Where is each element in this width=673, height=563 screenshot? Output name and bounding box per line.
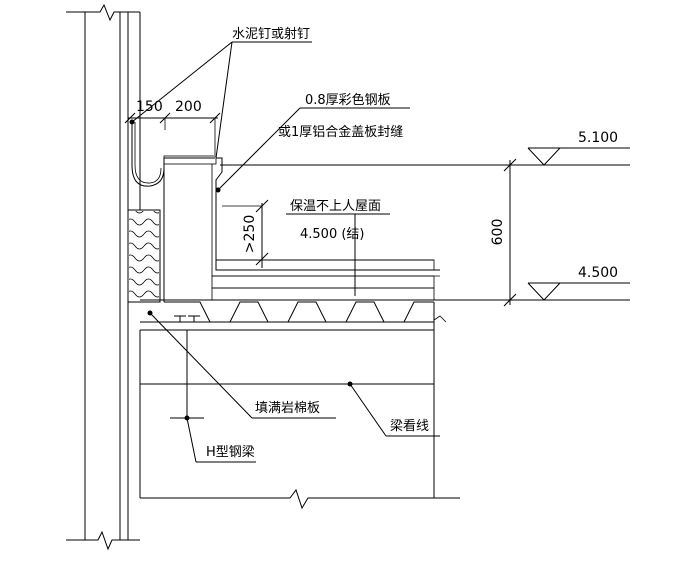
label-struct-elevation: 4.500 (结) <box>300 227 365 242</box>
label-beam-line: 梁看线 <box>390 418 429 434</box>
elevation-top-text: 5.100 <box>578 130 618 146</box>
elevation-bottom-text: 4.500 <box>578 265 618 281</box>
dim-600-text: 600 <box>490 219 506 246</box>
dimension-600: 600 <box>490 158 517 307</box>
annotation-texts: 水泥钉或射钉 0.8厚彩色钢板 或1厚铝合金盖板封缝 保温不上人屋面 4.500… <box>206 26 429 460</box>
elevation-marker-bottom: 4.500 <box>527 265 630 301</box>
leader-lines <box>129 41 440 463</box>
label-cement-nail: 水泥钉或射钉 <box>232 26 310 42</box>
wall-column <box>66 3 141 551</box>
roof-layers <box>140 259 447 498</box>
label-steel-plate: 0.8厚彩色钢板 <box>305 92 391 108</box>
elevation-marker-top: 5.100 <box>527 130 630 166</box>
label-rock-wool: 填满岩棉板 <box>255 401 320 416</box>
dimension-150-200: 150 200 <box>124 99 221 155</box>
label-insulation-roof: 保温不上人屋面 <box>290 199 381 214</box>
label-h-beam: H型钢梁 <box>206 445 255 460</box>
dim-200-text: 200 <box>175 99 202 115</box>
elevation-lines <box>220 164 630 301</box>
label-aluminum-plate: 或1厚铝合金盖板封缝 <box>278 124 403 140</box>
dim-150-text: 150 <box>136 99 163 115</box>
dimension-250: >250 <box>222 199 269 268</box>
dim-250-text: >250 <box>242 215 258 253</box>
steel-flashing <box>131 120 440 302</box>
rock-wool-infill <box>127 209 161 322</box>
h-steel-beam <box>139 315 460 510</box>
